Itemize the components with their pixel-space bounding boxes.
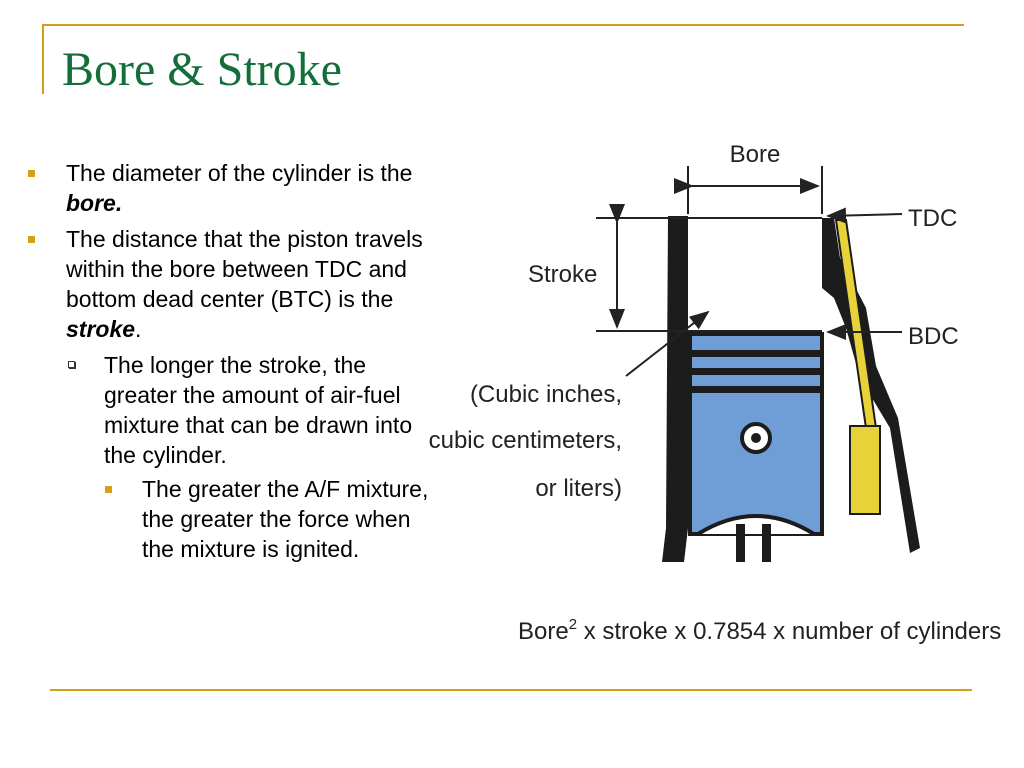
bore-stroke-diagram: Bore Stroke TDC BDC (Cubic inches, cubic… (429, 141, 1002, 645)
frame-bottom-line (50, 689, 972, 691)
volume-pointer (625, 310, 710, 377)
volume-label-line1: (Cubic inches, (470, 381, 622, 408)
piston-ring-2 (688, 368, 824, 375)
formula-exponent: 2 (569, 616, 577, 633)
cylinder-left-wall (662, 216, 688, 562)
square-bullet-icon (28, 170, 35, 177)
frame-left-line (42, 24, 44, 94)
bullet-text: The diameter of the cylinder is the (66, 160, 413, 186)
bullet-emphasis: stroke (66, 316, 136, 342)
bore-label: Bore (730, 141, 781, 168)
piston-skirt (696, 514, 816, 536)
measuring-rod-base (849, 425, 881, 515)
tdc-label: TDC (908, 205, 957, 232)
bdc-label: BDC (908, 323, 959, 350)
tdc-pointer (826, 207, 903, 224)
square-bullet-icon (105, 486, 112, 493)
cylinder-right-wall (822, 218, 920, 553)
slide-title: Bore & Stroke (62, 43, 342, 96)
frame-top-line (42, 24, 964, 26)
bullet-text: The distance that the piston travels wit… (66, 226, 423, 312)
stroke-label: Stroke (528, 261, 597, 288)
slide-content: The diameter of the cylinder is the bore… (28, 158, 438, 568)
formula-rest: x stroke x 0.7854 x number of cylinders (577, 618, 1001, 645)
connecting-rod-right (762, 524, 771, 562)
bullet-bore-definition: The diameter of the cylinder is the bore… (28, 158, 438, 218)
sub-sub-bullet-af-mixture: The greater the A/F mixture, the greater… (28, 474, 438, 564)
connecting-rod-left (736, 524, 745, 562)
volume-label-line2: cubic centimeters, (429, 427, 622, 454)
sub-bullet-text: The longer the stroke, the greater the a… (104, 352, 413, 468)
piston-ring-3 (688, 386, 824, 393)
volume-label-line3: or liters) (535, 475, 622, 502)
hollow-square-bullet-icon (68, 361, 75, 368)
piston-ring-1 (688, 350, 824, 357)
sub-sub-bullet-text: The greater the A/F mixture, the greater… (142, 476, 429, 562)
formula-bore: Bore (518, 618, 569, 645)
wrist-pin-center (751, 433, 761, 443)
displacement-formula: Bore2 x stroke x 0.7854 x number of cyli… (518, 616, 1001, 645)
bullet-emphasis: bore. (66, 190, 123, 216)
measuring-rod (834, 219, 878, 429)
square-bullet-icon (28, 236, 35, 243)
sub-bullet-longer-stroke: The longer the stroke, the greater the a… (28, 350, 438, 470)
bullet-tail: . (135, 316, 142, 342)
bullet-stroke-definition: The distance that the piston travels wit… (28, 224, 438, 344)
